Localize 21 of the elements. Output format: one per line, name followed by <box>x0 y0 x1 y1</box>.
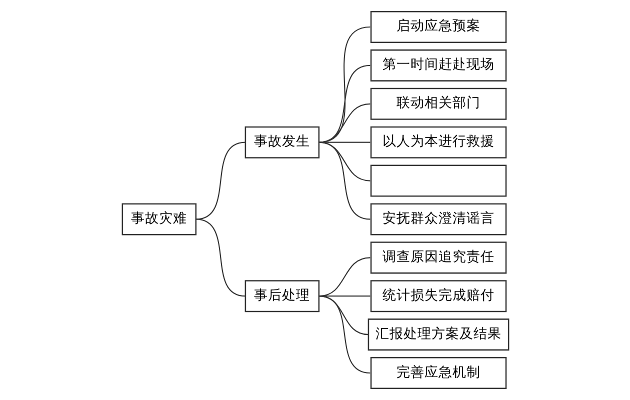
node-box: 启动应急预案 <box>370 10 506 44</box>
connector <box>318 296 368 336</box>
node-box: 事后处理 <box>244 280 320 312</box>
node-box: 汇报处理方案及结果 <box>367 318 509 351</box>
connector <box>195 142 246 220</box>
node-box: 完善应急机制 <box>370 356 506 390</box>
node-box: 联动相关部门 <box>370 88 506 120</box>
node-box: 第一时间赶赴现场 <box>370 49 506 82</box>
connector <box>318 64 370 143</box>
connector <box>318 142 370 220</box>
node-box: 安抚群众澄清谣言 <box>370 203 506 236</box>
node-box: 事故发生 <box>244 126 320 158</box>
node-box: 事故灾难 <box>121 203 196 236</box>
connector <box>318 103 370 143</box>
node-box: 统计损失完成赔付 <box>370 280 506 312</box>
connector <box>195 218 246 297</box>
node-box: 调查原因追究责任 <box>370 242 506 274</box>
connector <box>318 26 370 143</box>
node-box: 以人为本进行救援 <box>370 126 506 158</box>
connector <box>318 296 370 374</box>
node-box <box>370 164 506 197</box>
